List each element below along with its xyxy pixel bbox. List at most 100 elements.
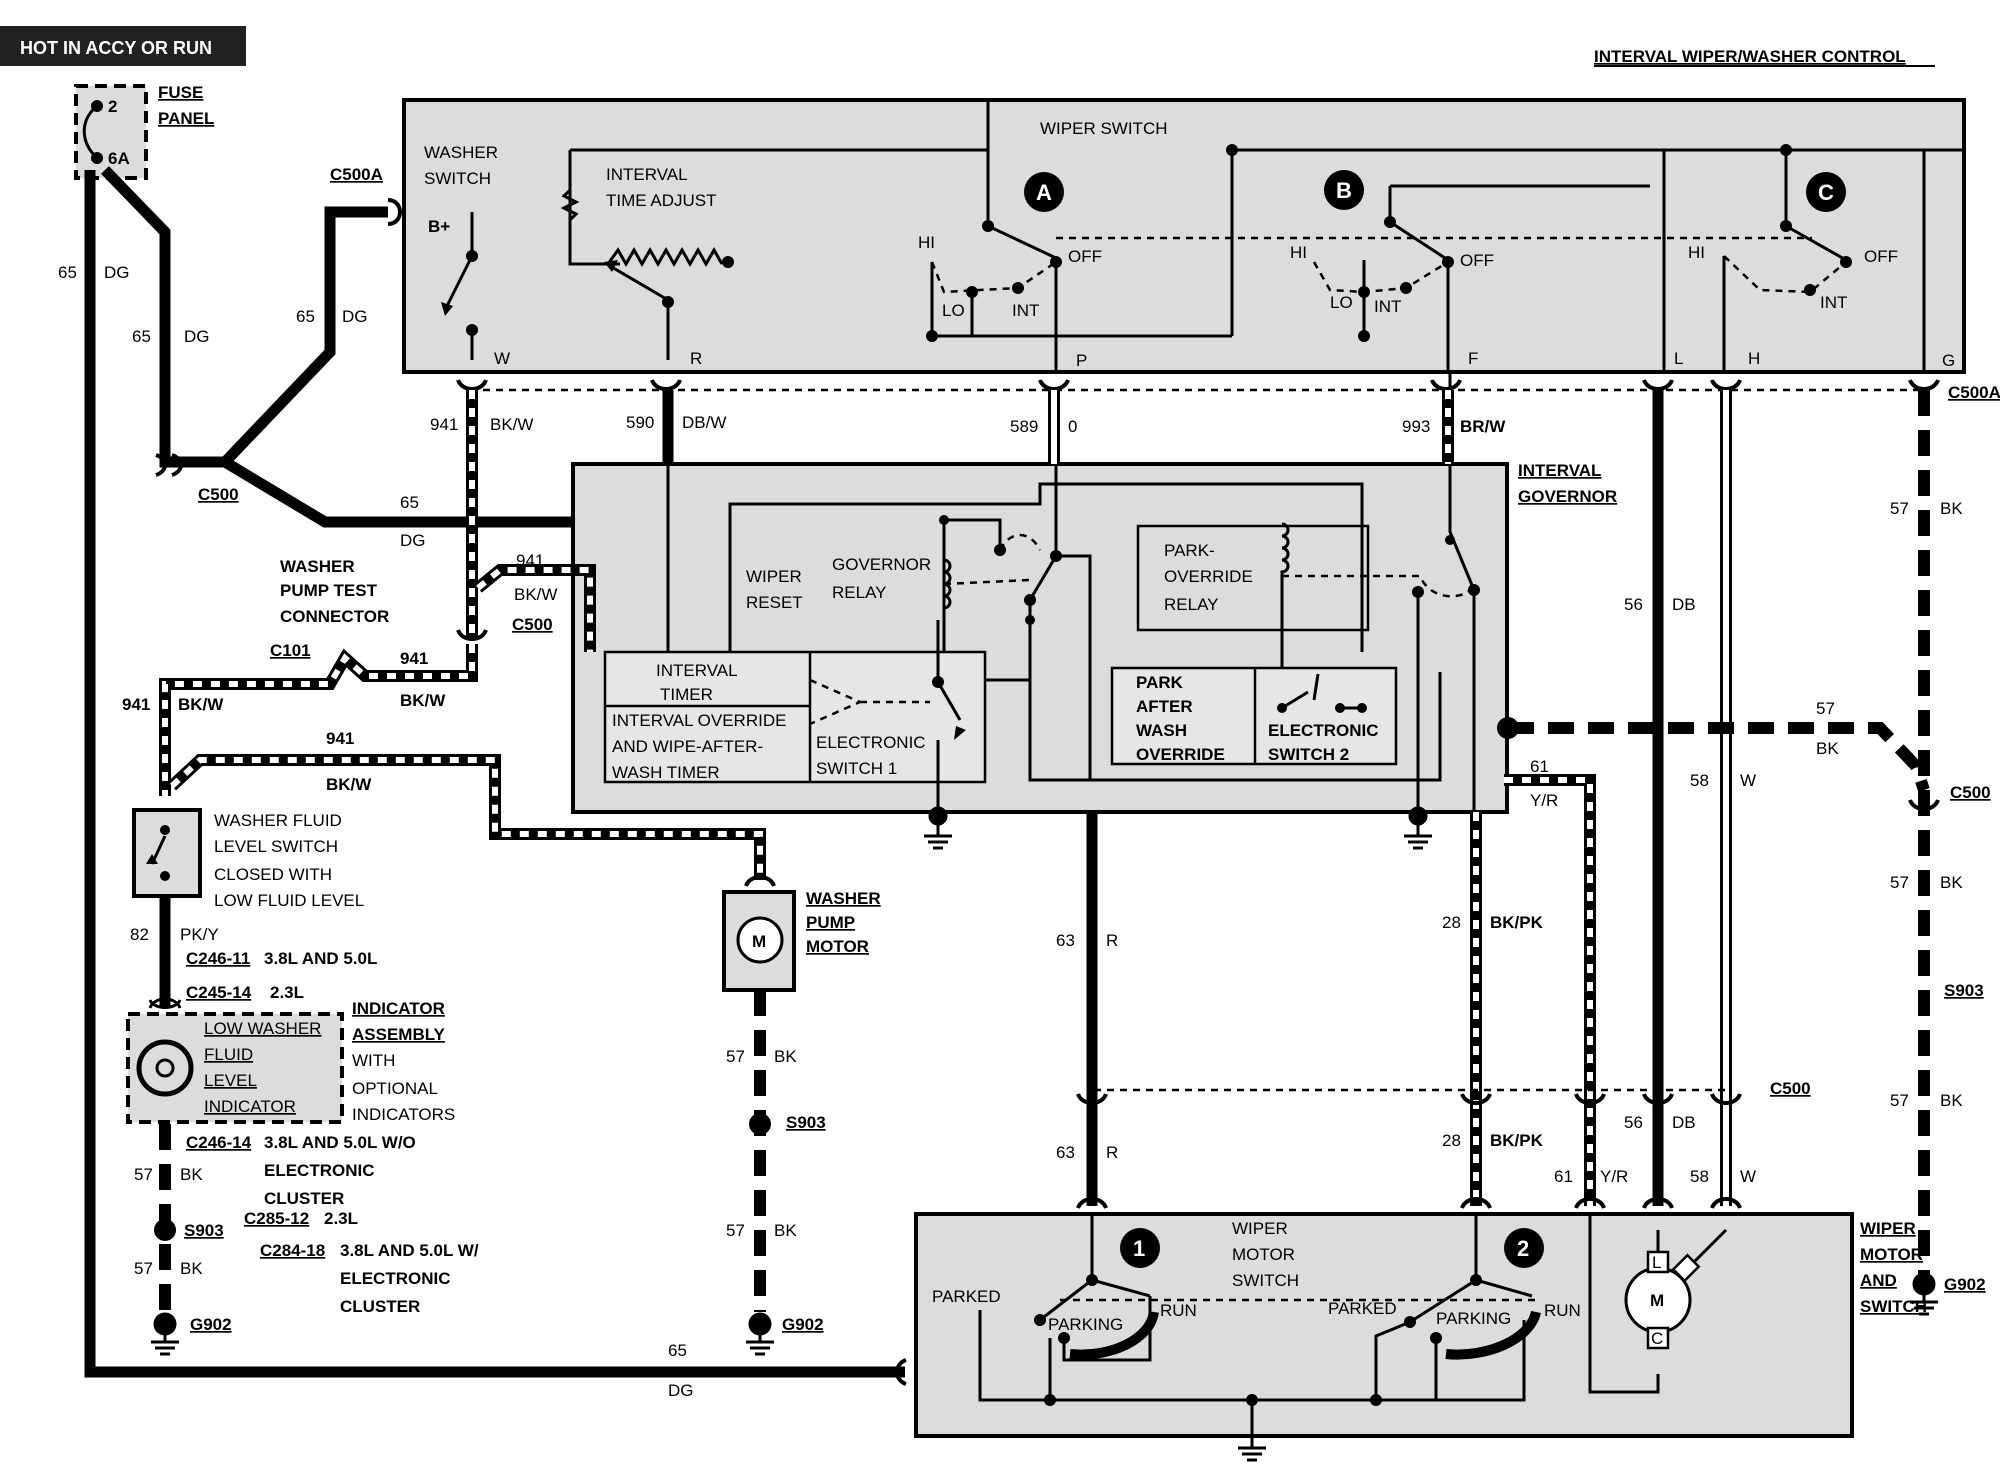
svg-text:56: 56 [1624, 595, 1643, 614]
svg-text:BK: BK [1816, 739, 1839, 758]
svg-text:57: 57 [1890, 873, 1909, 892]
section-b: B [1336, 178, 1352, 203]
svg-text:BK/W: BK/W [400, 691, 446, 710]
svg-text:OVERRIDE: OVERRIDE [1136, 745, 1225, 764]
svg-text:H: H [1748, 349, 1760, 368]
svg-text:57: 57 [1890, 1091, 1909, 1110]
svg-text:ELECTRONIC: ELECTRONIC [816, 733, 926, 752]
svg-text:CLUSTER: CLUSTER [264, 1189, 344, 1208]
c101-label: C101 [270, 641, 311, 660]
svg-text:C246-11: C246-11 [186, 949, 250, 968]
svg-text:2.3L: 2.3L [270, 983, 304, 1002]
svg-text:65: 65 [668, 1341, 687, 1360]
svg-text:WASH TIMER: WASH TIMER [612, 763, 720, 782]
svg-text:R: R [1106, 1143, 1118, 1162]
svg-text:HOT IN ACCY OR RUN: HOT IN ACCY OR RUN [20, 38, 212, 58]
c500-washer-label: C500 [512, 615, 553, 634]
washer-pump-motor: M WASHER PUMP MOTOR [722, 875, 881, 992]
svg-text:DG: DG [184, 327, 210, 346]
svg-text:BK/W: BK/W [490, 415, 533, 434]
svg-text:82: 82 [130, 925, 149, 944]
indicator-assembly: LOW WASHER FLUID LEVEL INDICATOR INDICAT… [126, 999, 455, 1124]
svg-text:DB/W: DB/W [682, 413, 726, 432]
svg-text:2.3L: 2.3L [324, 1209, 358, 1228]
svg-text:RELAY: RELAY [1164, 595, 1219, 614]
fuse-label-1: FUSE [158, 83, 203, 102]
svg-text:LEVEL: LEVEL [204, 1071, 257, 1090]
svg-text:HI: HI [918, 233, 935, 252]
svg-text:Y/R: Y/R [1530, 791, 1558, 810]
svg-text:SWITCH: SWITCH [1860, 1297, 1927, 1316]
svg-text:DB: DB [1672, 595, 1696, 614]
svg-text:PARKING: PARKING [1048, 1315, 1123, 1334]
svg-text:LEVEL SWITCH: LEVEL SWITCH [214, 837, 338, 856]
svg-text:WIPER: WIPER [746, 567, 802, 586]
svg-text:Y/R: Y/R [1600, 1167, 1628, 1186]
wire-65-dg-left [84, 170, 905, 1378]
svg-text:ASSEMBLY: ASSEMBLY [352, 1025, 446, 1044]
svg-text:S903: S903 [1944, 981, 1984, 1000]
svg-text:HI: HI [1688, 243, 1705, 262]
svg-text:C: C [1651, 1329, 1663, 1348]
svg-text:L: L [1652, 1253, 1661, 1272]
svg-text:SWITCH 2: SWITCH 2 [1268, 745, 1349, 764]
svg-text:PARKED: PARKED [1328, 1299, 1397, 1318]
svg-text:941: 941 [122, 695, 150, 714]
svg-text:PARK-: PARK- [1164, 541, 1215, 560]
fuse-rating: 6A [108, 149, 130, 168]
svg-text:63: 63 [1056, 931, 1075, 950]
svg-text:WASHER: WASHER [280, 557, 355, 576]
svg-text:BK: BK [1940, 499, 1963, 518]
svg-text:LOW FLUID LEVEL: LOW FLUID LEVEL [214, 891, 364, 910]
wiper-motor-and-switch: WIPER MOTOR SWITCH WIPER MOTOR AND SWITC… [914, 1212, 1927, 1438]
svg-text:ELECTRONIC: ELECTRONIC [340, 1269, 451, 1288]
svg-text:AND WIPE-AFTER-: AND WIPE-AFTER- [612, 737, 763, 756]
connector-c500a-row [456, 379, 1940, 391]
svg-text:ELECTRONIC: ELECTRONIC [1268, 721, 1379, 740]
svg-text:M: M [752, 932, 766, 951]
svg-text:61: 61 [1554, 1167, 1573, 1186]
wire-65-dg-to-switch [221, 206, 388, 466]
fuse-panel: 2 6A FUSE PANEL [74, 83, 214, 180]
svg-text:65: 65 [58, 263, 77, 282]
svg-text:28: 28 [1442, 913, 1461, 932]
svg-text:MOTOR: MOTOR [1232, 1245, 1295, 1264]
svg-text:2: 2 [1517, 1236, 1529, 1261]
c500-lower-label: C500 [1770, 1079, 1811, 1098]
svg-text:0: 0 [1068, 417, 1077, 436]
svg-text:RUN: RUN [1160, 1301, 1197, 1320]
svg-text:PK/Y: PK/Y [180, 925, 219, 944]
svg-text:CLOSED WITH: CLOSED WITH [214, 865, 332, 884]
svg-text:OPTIONAL: OPTIONAL [352, 1079, 438, 1098]
svg-text:BK/W: BK/W [514, 585, 557, 604]
svg-text:57: 57 [1890, 499, 1909, 518]
svg-text:AFTER: AFTER [1136, 697, 1193, 716]
svg-text:941: 941 [326, 729, 354, 748]
svg-text:BK/PK: BK/PK [1490, 1131, 1544, 1150]
section-c: C [1818, 180, 1834, 205]
svg-text:MOTOR: MOTOR [1860, 1245, 1923, 1264]
svg-text:C245-14: C245-14 [186, 983, 252, 1002]
svg-text:PUMP TEST: PUMP TEST [280, 581, 378, 600]
svg-text:R: R [1106, 931, 1118, 950]
washer-switch-label-1: WASHER [424, 143, 498, 162]
svg-text:941: 941 [400, 649, 428, 668]
c500-right-label: C500 [1950, 783, 1991, 802]
svg-text:W: W [1740, 1167, 1756, 1186]
wiper-switch-title: WIPER SWITCH [1040, 119, 1168, 138]
interval-time-label-1: INTERVAL [606, 165, 688, 184]
svg-text:RELAY: RELAY [832, 583, 887, 602]
hot-in-accy-label: HOT IN ACCY OR RUN [0, 26, 246, 66]
svg-text:DG: DG [400, 531, 426, 550]
fuse-label-2: PANEL [158, 109, 214, 128]
svg-text:65: 65 [132, 327, 151, 346]
fuse-number: 2 [108, 97, 117, 116]
svg-text:28: 28 [1442, 1131, 1461, 1150]
svg-text:PUMP: PUMP [806, 913, 855, 932]
svg-text:RESET: RESET [746, 593, 803, 612]
svg-text:PARKED: PARKED [932, 1287, 1001, 1306]
svg-text:OFF: OFF [1864, 247, 1898, 266]
svg-text:G902: G902 [782, 1315, 824, 1334]
svg-text:3.8L AND 5.0L W/O: 3.8L AND 5.0L W/O [264, 1133, 416, 1152]
svg-text:58: 58 [1690, 771, 1709, 790]
